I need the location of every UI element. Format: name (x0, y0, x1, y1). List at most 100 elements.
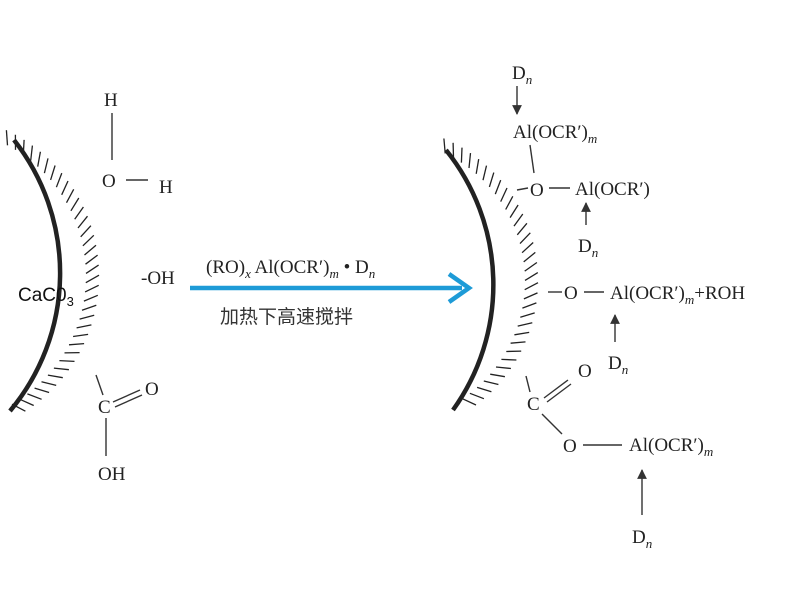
hatch-mark (501, 358, 517, 361)
hatch-mark (460, 147, 463, 163)
hatch-mark (519, 232, 531, 245)
left-top-h1: H (104, 90, 118, 111)
hatch-mark (494, 179, 502, 195)
left-particle-surface (8, 138, 63, 413)
hatch-mark (85, 264, 99, 274)
hatch-mark (27, 393, 42, 400)
right-carboxyl-o-bottom: O (563, 436, 577, 457)
reaction-arrow-group: (RO)x Al(OCR′)m • Dn 加热下高速搅拌 (190, 257, 473, 328)
hatch-mark (68, 342, 85, 346)
hatch-mark (41, 381, 57, 387)
right-carboxyl-o-top: O (578, 361, 592, 382)
hatch-mark (43, 158, 49, 174)
right-center-o: O (564, 283, 578, 304)
hatch-mark (524, 272, 539, 281)
hatch-mark (47, 374, 63, 379)
left-surface-hatching (5, 130, 100, 412)
hatch-mark (522, 302, 537, 309)
hatch-mark (80, 225, 92, 238)
right-c-o-single-bond (541, 413, 563, 435)
left-c-o-double-bond-a (112, 389, 141, 403)
right-bottom-dn: Dn (632, 527, 652, 551)
right-top-al: Al(OCR′)m (513, 122, 597, 146)
hatch-mark (509, 204, 519, 218)
hatch-mark (83, 294, 99, 302)
left-top-h2: H (159, 177, 173, 198)
hatch-mark (34, 387, 50, 394)
hatch-mark (524, 261, 538, 272)
hatch-mark (5, 130, 9, 146)
hatch-mark (55, 172, 63, 188)
left-particle: CaC03 H O H -OH C O OH (5, 90, 175, 485)
hatch-mark (488, 172, 495, 188)
hatch-mark (495, 366, 511, 370)
right-surface-o-bond-1 (516, 187, 529, 191)
hatch-mark (510, 341, 526, 344)
right-center-al: Al(OCR′)m+ROH (610, 283, 745, 307)
hatch-mark (70, 197, 80, 212)
hatch-mark (84, 244, 97, 256)
hatch-mark (505, 195, 514, 210)
hatch-mark (469, 392, 485, 400)
hatch-mark (74, 206, 84, 220)
hatch-mark (73, 333, 89, 338)
hatch-mark (81, 304, 97, 311)
hatch-mark (82, 234, 95, 247)
reaction-arrow-head (447, 272, 473, 304)
right-carboxyl-al: Al(OCR′)m (629, 435, 713, 459)
hatch-mark (514, 331, 530, 336)
right-particle-surface (444, 148, 496, 412)
left-carboxyl-c: C (98, 397, 111, 418)
left-c-o-double-bond-b (114, 394, 143, 408)
hatch-mark (85, 274, 100, 284)
hatch-mark (84, 284, 99, 293)
hatch-mark (483, 380, 499, 386)
hatch-mark (490, 373, 506, 378)
left-carboxyl-oh: OH (98, 464, 126, 485)
hatch-mark (79, 314, 95, 320)
reagent-formula: (RO)x Al(OCR′)m • Dn (206, 257, 375, 281)
hatch-mark (482, 165, 488, 181)
hatch-mark (516, 222, 528, 236)
left-hydroxyl: -OH (141, 268, 175, 289)
hatch-mark (475, 158, 480, 174)
right-top-al-o-bond (529, 144, 535, 174)
right-top-dn: Dn (512, 63, 532, 87)
right-carboxyl-c: C (527, 394, 540, 415)
hatch-mark (11, 403, 26, 412)
right-mid-dn: Dn (578, 236, 598, 260)
hatch-mark (513, 213, 524, 227)
hatch-mark (517, 322, 533, 327)
hatch-mark (61, 180, 69, 196)
right-surface-hatching (443, 138, 539, 406)
hatch-mark (76, 324, 92, 329)
hatch-mark (524, 282, 539, 291)
hatch-mark (22, 139, 25, 156)
hatch-mark (49, 165, 56, 181)
hatch-mark (521, 242, 534, 254)
hatch-mark (85, 254, 98, 265)
left-carboxyl-o: O (145, 379, 159, 400)
right-surface-c-bond (525, 375, 531, 393)
left-surface-c-bond (95, 374, 104, 396)
right-mid-o: O (530, 180, 544, 201)
hatch-mark (462, 398, 477, 406)
hatch-mark (500, 187, 508, 202)
hatch-mark (468, 153, 472, 169)
hatch-mark (59, 359, 75, 363)
right-center-dn: Dn (608, 353, 628, 377)
hatch-mark (523, 251, 536, 263)
right-c-o-double-bond-b (546, 383, 572, 403)
right-particle: Dn Al(OCR′)m O Al(OCR′) Dn O Al(OCR′)m+R… (443, 63, 745, 551)
hatch-mark (77, 215, 89, 229)
hatch-mark (37, 151, 42, 167)
right-c-o-double-bond-a (543, 379, 569, 399)
hatch-mark (520, 312, 535, 318)
right-mid-al: Al(OCR′) (575, 179, 650, 200)
reaction-condition: 加热下高速搅拌 (220, 306, 353, 328)
hatch-mark (30, 145, 34, 161)
hatch-mark (53, 367, 69, 371)
calcium-carbonate-label: CaC03 (18, 285, 74, 309)
hatch-mark (523, 292, 538, 300)
